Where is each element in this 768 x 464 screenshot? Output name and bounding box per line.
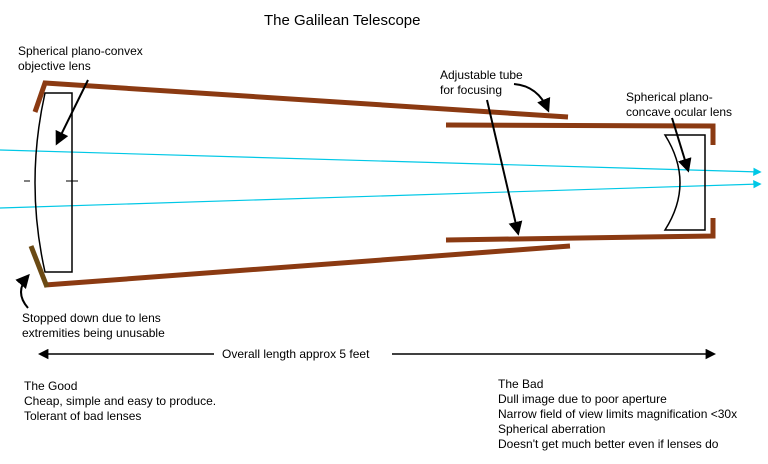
bad-item: Doesn't get much better even if lenses d… [498,437,719,451]
bad-list: The Bad Dull image due to poor aperture … [498,377,740,451]
ocular-label: Spherical plano- concave ocular lens [626,90,732,119]
bad-item: Spherical aberration [498,422,605,436]
objective-pointer [55,79,89,146]
outer-tube-bottom [44,243,571,288]
inner-tube-top [445,122,716,145]
diagram-title: The Galilean Telescope [264,12,421,29]
outer-tube-top [32,80,569,120]
ocular-lens [663,134,706,231]
good-item: Tolerant of bad lenses [24,409,141,423]
good-heading: The Good [24,379,77,393]
bad-heading: The Bad [498,377,543,391]
objective-lens [34,92,73,273]
ocular-pointer [671,117,692,173]
light-ray-upper [0,149,762,177]
tube-pointer-straight [486,99,523,236]
length-label: Overall length approx 5 feet [222,347,370,361]
good-list: The Good Cheap, simple and easy to produ… [24,379,219,423]
inner-tube-bottom [445,218,716,243]
bad-item: Narrow field of view limits magnificatio… [498,407,737,421]
light-ray-lower [0,180,762,209]
tube-pointer-curved [513,83,551,113]
good-item: Cheap, simple and easy to produce. [24,394,216,408]
stopped-pointer [15,273,30,309]
objective-label: Spherical plano-convex objective lens [18,44,146,73]
bad-item: Dull image due to poor aperture [498,392,667,406]
tube-label: Adjustable tube for focusing [440,68,526,97]
stopped-label: Stopped down due to lens extremities bei… [22,311,165,340]
stop-lower [28,245,50,288]
